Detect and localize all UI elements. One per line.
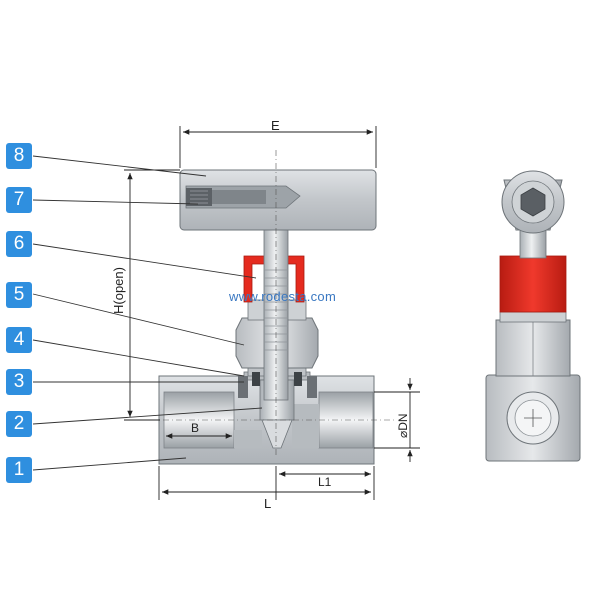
callout-1: 1 xyxy=(6,457,32,483)
dim-e-label: E xyxy=(271,118,280,133)
watermark: www.rodesta.com xyxy=(229,289,337,304)
callout-3: 3 xyxy=(6,369,32,395)
handle xyxy=(179,169,377,231)
leader-lines xyxy=(32,155,263,471)
side-view xyxy=(485,170,581,462)
dim-dn-label: ⌀DN xyxy=(396,413,410,438)
callout-6: 6 xyxy=(6,231,32,257)
dim-h-label: H(open) xyxy=(111,267,126,314)
dim-b-label: B xyxy=(191,421,199,435)
dust-cap xyxy=(243,255,305,303)
callout-5: 5 xyxy=(6,282,32,308)
dim-l-label: L xyxy=(264,496,271,511)
dimension-lines xyxy=(124,126,420,500)
callout-4: 4 xyxy=(6,327,32,353)
callout-7: 7 xyxy=(6,187,32,213)
dim-l1-label: L1 xyxy=(318,475,332,489)
callout-8: 8 xyxy=(6,143,32,169)
callout-2: 2 xyxy=(6,411,32,437)
